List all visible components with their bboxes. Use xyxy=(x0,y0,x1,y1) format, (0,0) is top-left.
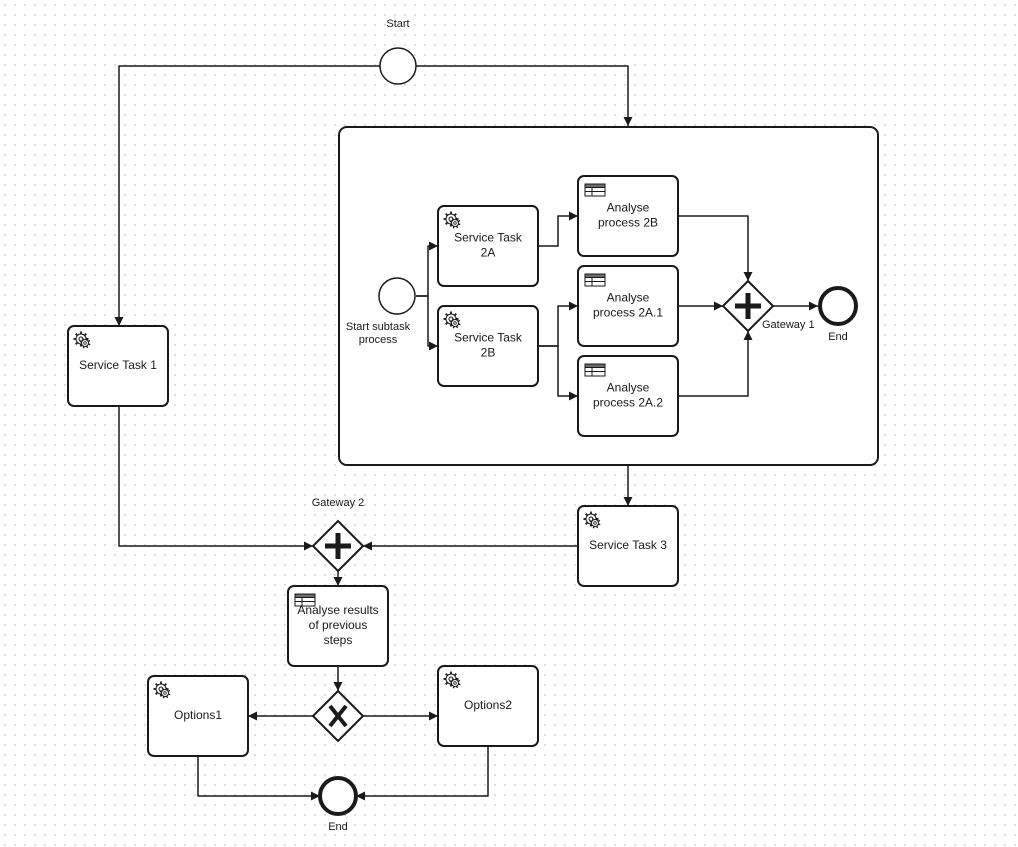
options1-box xyxy=(147,675,249,757)
end-event-main-circle xyxy=(318,776,358,816)
flow-service-task-2a-to-analyse-2b[interactable] xyxy=(538,211,578,247)
flow-options2-to-end[interactable] xyxy=(356,746,489,801)
table-icon xyxy=(584,183,606,197)
flow-start-to-service-task-1[interactable] xyxy=(114,65,380,326)
gateway-2-label: Gateway 2 xyxy=(312,497,365,509)
gear-icon xyxy=(443,671,461,689)
start-event-label: Start xyxy=(386,18,409,30)
service-task-1-box xyxy=(67,325,169,407)
service-task-2a-label: Service Task xyxy=(454,231,523,245)
start-event-circle xyxy=(379,47,417,85)
gear-icon xyxy=(583,511,601,529)
end-event-subprocess[interactable]: End xyxy=(818,286,858,343)
gear-icon xyxy=(443,311,461,329)
start-event[interactable]: Start xyxy=(379,18,417,85)
gateway-exclusive[interactable] xyxy=(311,689,365,743)
analyse-process-2a1-label: Analyse xyxy=(607,291,650,305)
service-task-2b-label: Service Task xyxy=(454,331,523,345)
analyse-process-2b-label: process 2B xyxy=(598,216,658,230)
analyse-process-2b-label: Analyse xyxy=(607,201,650,215)
flow-options1-to-end[interactable] xyxy=(197,756,320,801)
flow-service-task-2b-to-analyse-2a2[interactable] xyxy=(538,345,578,401)
service-task-1[interactable]: Service Task 1 xyxy=(67,325,169,407)
analyse-results-label: Analyse results xyxy=(297,603,378,617)
plus-icon xyxy=(325,533,351,559)
gear-icon xyxy=(443,211,461,229)
service-task-2b-label: 2B xyxy=(481,346,496,360)
analyse-results-label: of previous xyxy=(309,618,368,632)
start-subtask-event-label: Start subtask xyxy=(346,321,411,333)
plus-icon xyxy=(735,293,761,319)
options1-label: Options1 xyxy=(174,708,222,722)
service-task-2a-box xyxy=(437,205,539,287)
table-icon xyxy=(294,593,316,607)
start-subtask-event-label: process xyxy=(359,334,398,346)
end-event-subprocess-label: End xyxy=(828,331,848,343)
gear-icon xyxy=(73,331,91,349)
start-subtask-event-circle xyxy=(378,277,416,315)
analyse-process-2a1-label: process 2A.1 xyxy=(593,306,663,320)
end-event-main[interactable]: End xyxy=(318,776,358,833)
service-task-3-label: Service Task 3 xyxy=(589,538,667,552)
options2-label: Options2 xyxy=(464,698,512,712)
end-event-main-label: End xyxy=(328,821,348,833)
gear-icon xyxy=(153,681,171,699)
analyse-process-2a2-label: process 2A.2 xyxy=(593,396,663,410)
flow-start-to-subprocess[interactable] xyxy=(416,65,633,126)
service-task-1-label: Service Task 1 xyxy=(79,358,157,372)
flow-analyse-2a2-to-gateway-1[interactable] xyxy=(678,331,753,397)
analyse-process-2a2-label: Analyse xyxy=(607,381,650,395)
flow-subtask-start-to-service-task-2b[interactable] xyxy=(416,295,438,351)
gateway-1-label: Gateway 1 xyxy=(762,319,815,331)
service-task-2b-box xyxy=(437,305,539,387)
gateway-2[interactable]: Gateway 2 xyxy=(311,497,365,573)
table-icon xyxy=(584,273,606,287)
table-icon xyxy=(584,363,606,377)
gateway-1[interactable]: Gateway 1 xyxy=(721,279,815,333)
flow-service-task-1-to-gateway-2[interactable] xyxy=(118,406,313,551)
end-event-subprocess-circle xyxy=(818,286,858,326)
service-task-3-box xyxy=(577,505,679,587)
options1[interactable]: Options1 xyxy=(147,675,249,757)
service-task-3[interactable]: Service Task 3 xyxy=(577,505,679,587)
options2[interactable]: Options2 xyxy=(437,665,539,747)
x-icon xyxy=(328,704,348,728)
flow-analyse-2b-to-gateway-1[interactable] xyxy=(678,215,753,281)
service-task-2a-label: 2A xyxy=(481,246,496,260)
analyse-results-label: steps xyxy=(324,633,353,647)
options2-box xyxy=(437,665,539,747)
